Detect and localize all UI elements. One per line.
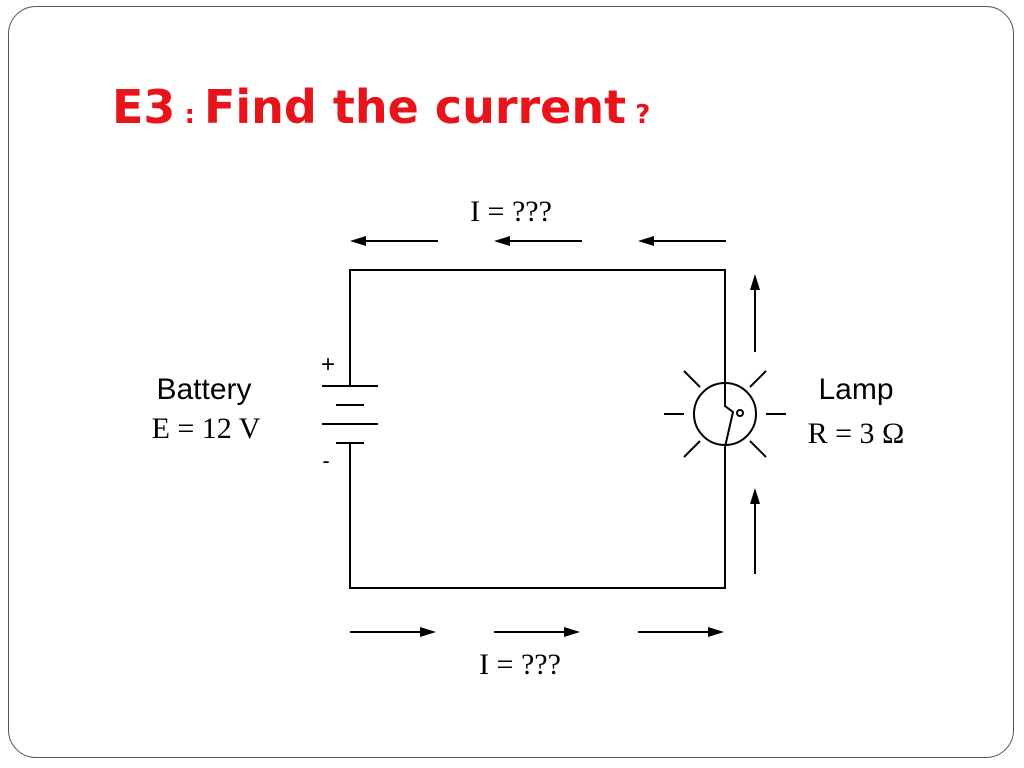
current-arrows-bottom: [350, 627, 724, 637]
wire-top: [349, 269, 726, 385]
title-prefix: E3: [112, 80, 176, 134]
title-main: Find the current: [203, 80, 627, 134]
current-arrows-right: [750, 274, 760, 574]
arrow-right-icon: [494, 627, 580, 637]
battery-voltage: E = 12 V: [152, 412, 261, 445]
arrow-left-icon: [638, 236, 726, 246]
battery-plus-sign: +: [321, 351, 335, 378]
battery-label: Battery: [156, 373, 251, 406]
title-colon: :: [184, 100, 195, 130]
lamp-resistance: R = 3 Ω: [808, 417, 905, 450]
arrow-up-icon: [750, 274, 760, 352]
wire-bottom: [349, 443, 726, 589]
arrow-right-icon: [638, 627, 724, 637]
lamp-label: Lamp: [818, 373, 893, 406]
arrow-left-icon: [350, 236, 438, 246]
current-arrows-top: [350, 236, 726, 246]
circuit-wires: [349, 269, 726, 589]
current-label-bottom: I = ???: [479, 648, 561, 681]
current-label-top: I = ???: [470, 195, 552, 228]
arrow-left-icon: [494, 236, 582, 246]
arrow-up-icon: [750, 488, 760, 574]
battery-minus-sign: -: [322, 448, 329, 473]
slide-title: E3 : Find the current ?: [112, 84, 650, 130]
battery-symbol: [322, 385, 378, 444]
title-suffix: ?: [635, 100, 651, 130]
lamp-symbol: [664, 370, 786, 458]
arrow-right-icon: [350, 627, 436, 637]
